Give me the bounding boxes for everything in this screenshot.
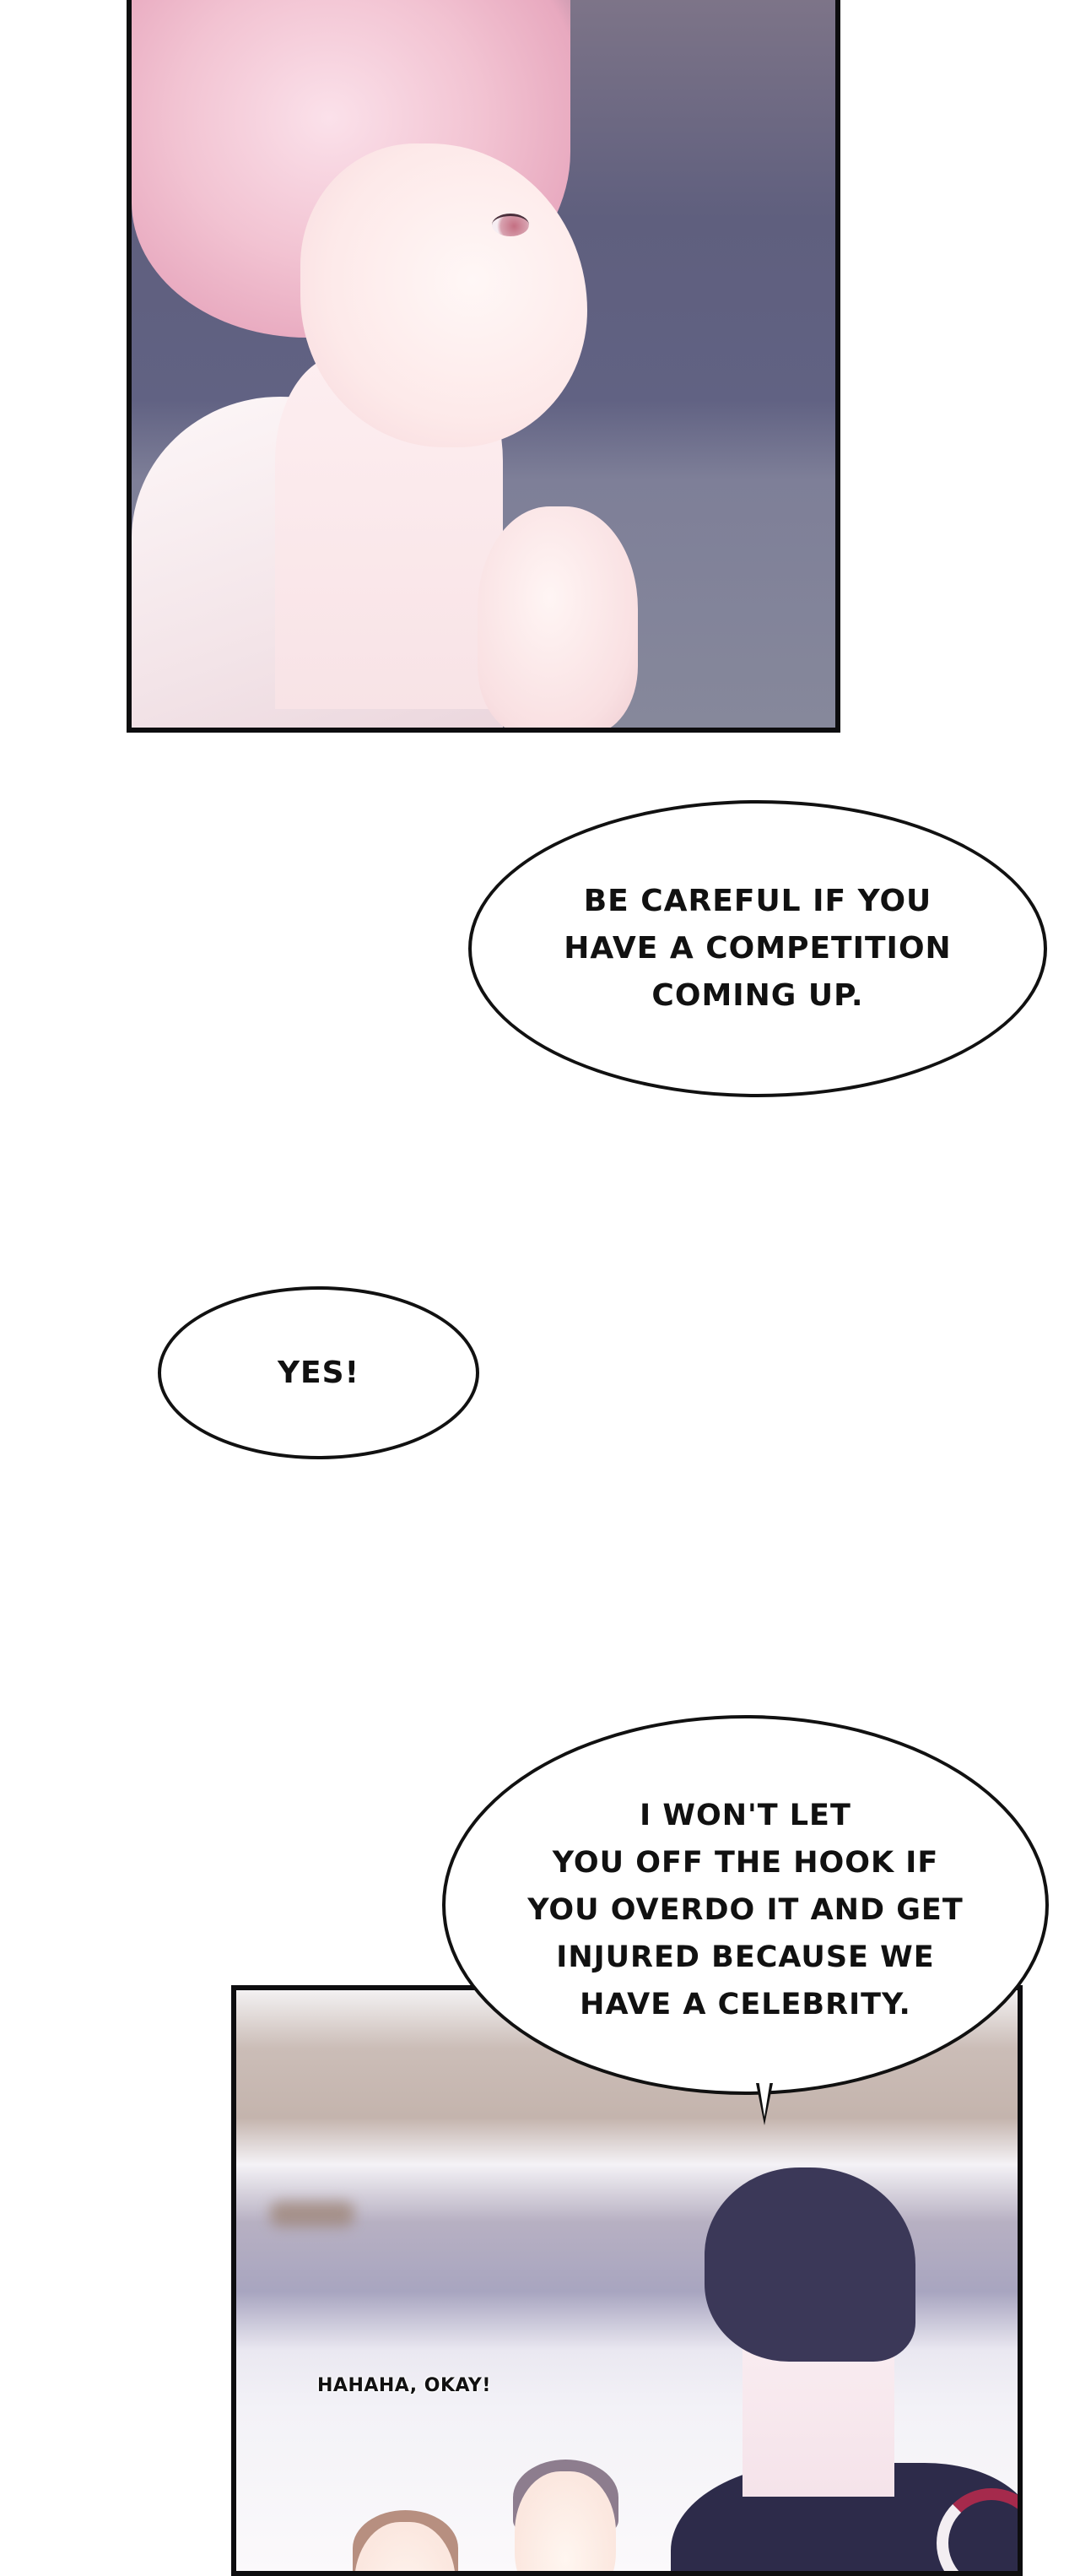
comic-panel-1 bbox=[127, 0, 840, 733]
coach-hair-art bbox=[705, 2167, 915, 2362]
character-eye-art bbox=[492, 214, 529, 236]
speech-bubble-1: BE CAREFUL IF YOU HAVE A COMPETITION COM… bbox=[468, 800, 1047, 1097]
speech-text-2: YES! bbox=[277, 1356, 359, 1390]
student-2-face-art bbox=[515, 2471, 616, 2571]
speech-text-3: I WON'T LET YOU OFF THE HOOK IF YOU OVER… bbox=[527, 1799, 964, 2021]
character-face-art bbox=[300, 143, 587, 447]
sound-effect-text: HAHAHA, OKAY! bbox=[317, 2375, 491, 2396]
speech-text-1: BE CAREFUL IF YOU HAVE A COMPETITION COM… bbox=[564, 884, 952, 1013]
blurred-background-object bbox=[270, 2201, 354, 2227]
clasped-hands-art bbox=[478, 506, 638, 728]
speech-bubble-tail-fill bbox=[759, 2080, 770, 2117]
speech-bubble-2: YES! bbox=[158, 1286, 479, 1459]
speech-bubble-3: I WON'T LET YOU OFF THE HOOK IF YOU OVER… bbox=[442, 1715, 1049, 2095]
